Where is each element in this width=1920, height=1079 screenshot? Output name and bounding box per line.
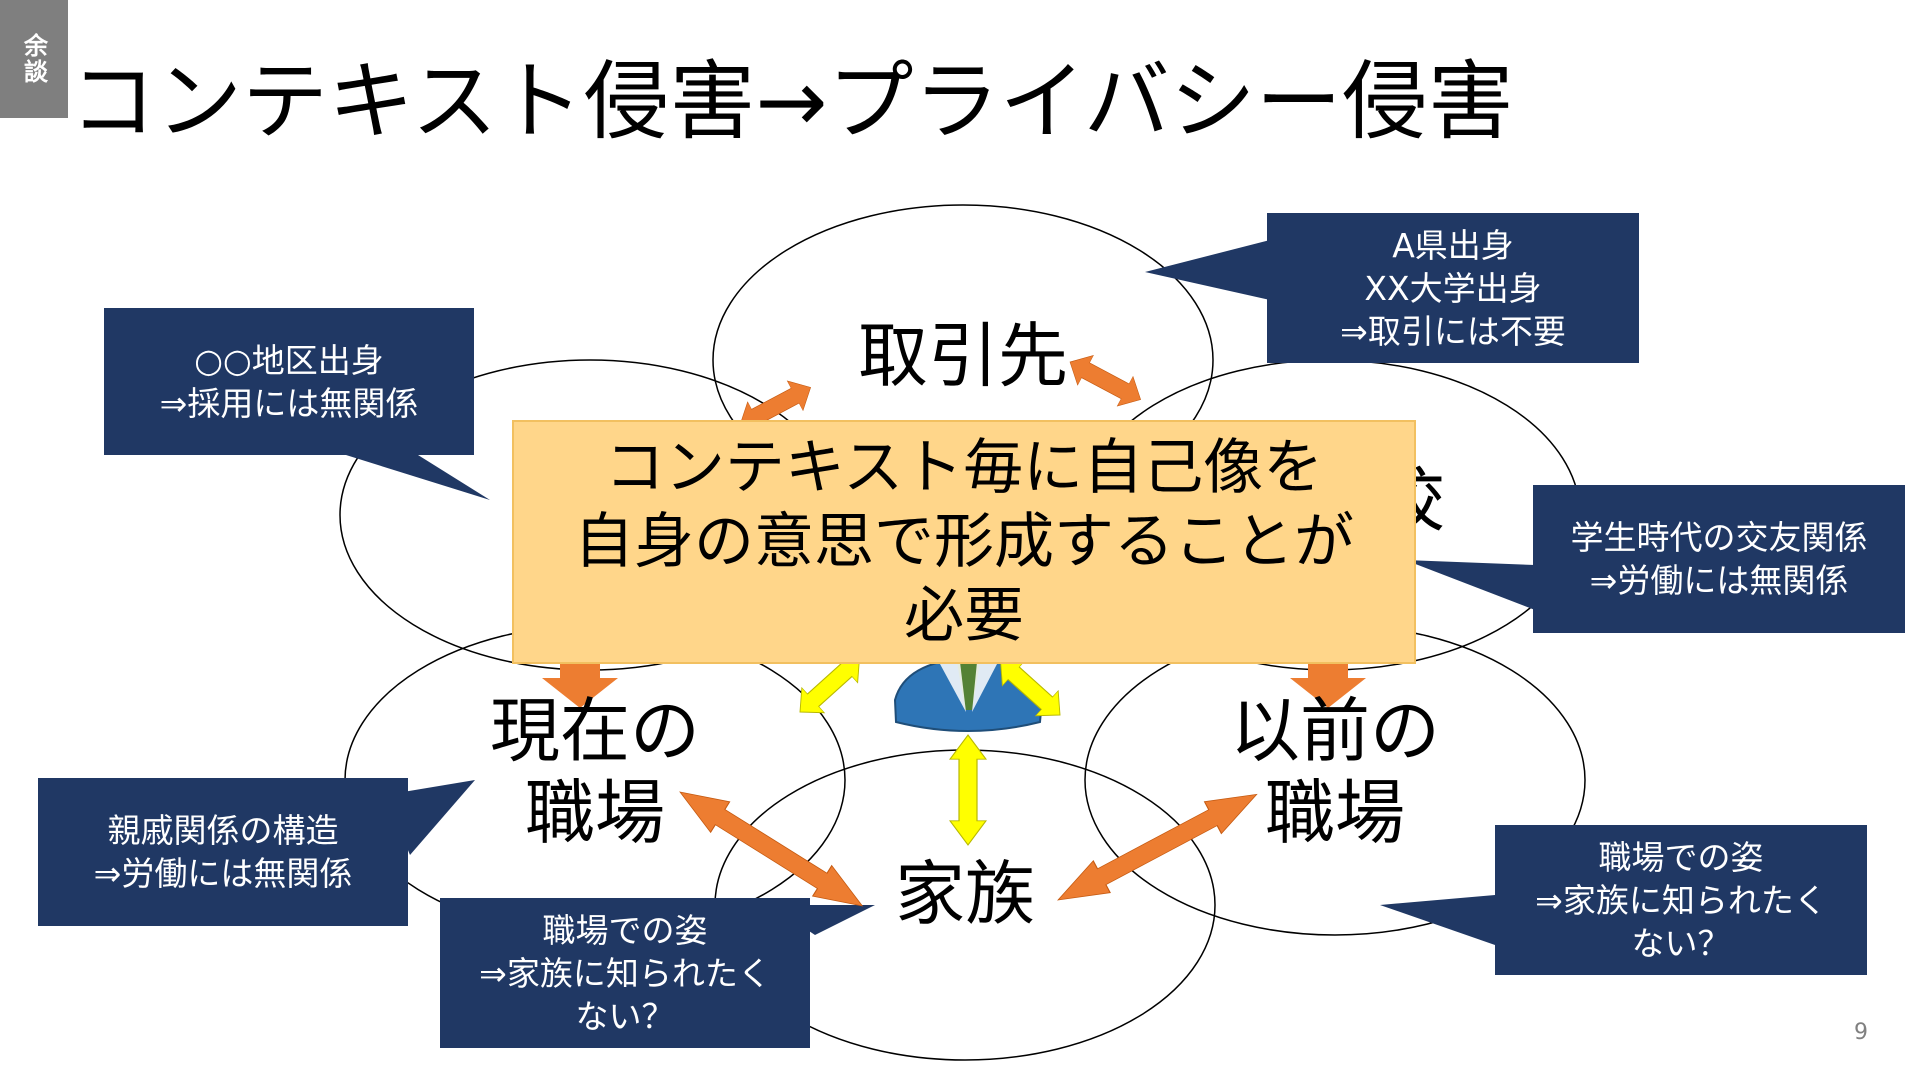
context-label-family: 家族 [895, 853, 1035, 935]
callout-relatives: 親戚関係の構造 ⇒労働には無関係 [38, 778, 408, 926]
central-message: コンテキスト毎に自己像を 自身の意思で形成することが 必要 [512, 420, 1416, 664]
page-number: 9 [1854, 1020, 1868, 1045]
arrow-person-family [949, 734, 987, 846]
callout-district: ○○地区出身 ⇒採用には無関係 [104, 308, 474, 455]
context-label-previous-job: 以前の 職場 [1230, 690, 1440, 854]
callout-prefecture: A県出身 XX大学出身 ⇒取引には不要 [1267, 213, 1639, 363]
arrow-current-job-stub [542, 664, 618, 708]
callout-tail-school [1405, 560, 1535, 610]
callout-tail-right [1380, 895, 1495, 945]
callout-tail-district [330, 450, 490, 500]
callout-workplace-family-left: 職場での姿 ⇒家族に知られたく ない？ [440, 898, 810, 1048]
context-label-business: 取引先 [858, 315, 1068, 397]
slide-title: コンテキスト侵害→プライバシー侵害 [70, 52, 1514, 152]
callout-workplace-family-right: 職場での姿 ⇒家族に知られたく ない？ [1495, 825, 1867, 975]
context-label-current-job: 現在の 職場 [490, 690, 700, 854]
arrow-business-right [1061, 346, 1150, 416]
callout-school-friends: 学生時代の交友関係 ⇒労働には無関係 [1533, 485, 1905, 633]
arrow-previous-job-stub [1290, 664, 1366, 708]
aside-badge: 余談 [0, 0, 68, 118]
callout-tail-prefecture [1145, 240, 1270, 300]
